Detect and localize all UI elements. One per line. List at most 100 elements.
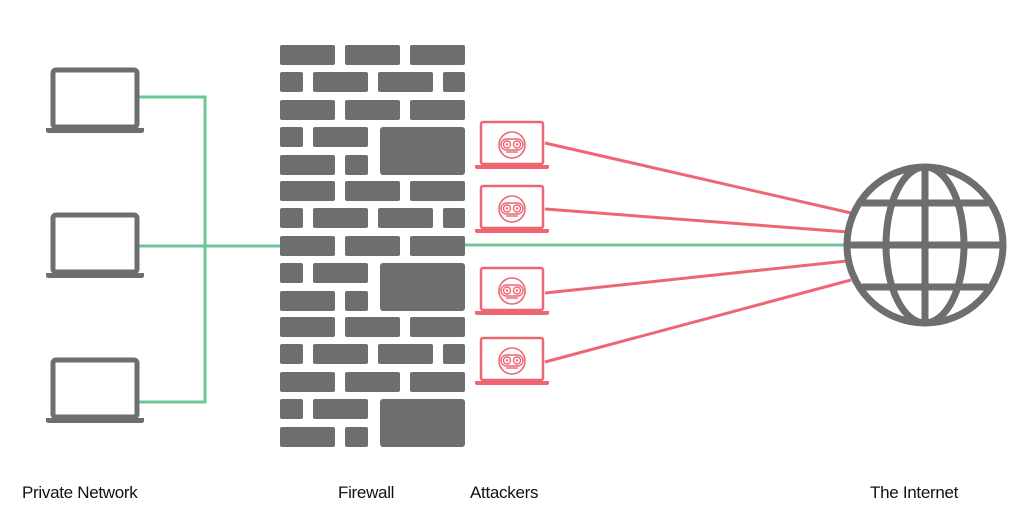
attack-line-4 [544, 278, 852, 364]
hacker-pupil [505, 359, 509, 362]
attackers-group [475, 120, 549, 385]
hacker-face-icon [498, 131, 526, 159]
firewall-brick [313, 344, 368, 364]
hacker-goggles [500, 354, 524, 367]
attacker-base [475, 165, 549, 169]
hacker-eye-left [502, 204, 512, 213]
firewall-brick [410, 45, 465, 65]
firewall-brick [410, 236, 465, 256]
laptop-base [46, 273, 144, 278]
hacker-goggles [500, 138, 524, 151]
firewall-brick [378, 72, 433, 92]
hacker-eye-right [512, 356, 522, 365]
firewall-brick [280, 72, 303, 92]
firewall-brick [313, 72, 368, 92]
hacker-pupil [515, 359, 519, 362]
connection-laptop-3 [138, 247, 207, 404]
attack-line-1 [544, 141, 852, 215]
firewall-brick [345, 100, 400, 120]
laptop-screen [50, 357, 140, 420]
blocked-connections [544, 141, 852, 364]
firewall-brick [280, 427, 335, 447]
hacker-pupil [515, 207, 519, 210]
hacker-eye-left [502, 140, 512, 149]
firewall-brick [280, 263, 303, 283]
firewall-brick [345, 317, 400, 337]
hacker-laptop-icon [475, 336, 549, 385]
firewall-brick [313, 399, 368, 419]
attacker-screen [479, 336, 545, 382]
firewall-brick [345, 372, 400, 392]
allowed-connections [138, 95, 846, 404]
attacker-base [475, 229, 549, 233]
firewall-brick [280, 100, 335, 120]
hacker-pupil [505, 143, 509, 146]
firewall-brick [443, 72, 465, 92]
firewall-brick-large [380, 399, 465, 447]
firewall-brick [313, 208, 368, 228]
firewall-brick [345, 427, 368, 447]
hacker-face-icon [498, 277, 526, 305]
globe-icon [843, 163, 1007, 327]
firewall-brick [378, 208, 433, 228]
attack-line-3 [544, 259, 848, 295]
firewall-brick [410, 100, 465, 120]
hacker-eye-right [512, 140, 522, 149]
firewall-brick [345, 236, 400, 256]
firewall-brick [378, 344, 433, 364]
firewall-brick [345, 181, 400, 201]
firewall-brick [280, 399, 303, 419]
firewall-brick [410, 372, 465, 392]
hacker-pupil [515, 289, 519, 292]
hacker-pupil [505, 289, 509, 292]
hacker-pupil [515, 143, 519, 146]
hacker-face-icon [498, 347, 526, 375]
label-private-network: Private Network [22, 483, 138, 502]
hacker-goggles [500, 284, 524, 297]
hacker-face-icon [498, 195, 526, 223]
firewall-brick [280, 155, 335, 175]
firewall-brick [280, 181, 335, 201]
laptop-icon [46, 212, 144, 278]
firewall-brick [345, 291, 368, 311]
hacker-goggles [500, 202, 524, 215]
laptop-base [46, 418, 144, 423]
firewall-brick [410, 181, 465, 201]
laptop-base [46, 128, 144, 133]
firewall-brick [410, 317, 465, 337]
hacker-eye-right [512, 204, 522, 213]
firewall-brick [280, 45, 335, 65]
hacker-eye-left [502, 286, 512, 295]
laptop-icon [46, 67, 144, 133]
attacker-screen [479, 266, 545, 312]
firewall-brick [280, 344, 303, 364]
firewall-brick [280, 291, 335, 311]
attacker-base [475, 311, 549, 315]
firewall-brick [443, 344, 465, 364]
label-attackers: Attackers [470, 483, 539, 502]
connection-laptop-1 [138, 95, 207, 247]
hacker-eye-left [502, 356, 512, 365]
attacker-screen [479, 184, 545, 230]
hacker-eye-right [512, 286, 522, 295]
firewall-brick [280, 208, 303, 228]
laptop-icon [46, 357, 144, 423]
label-internet: The Internet [870, 483, 959, 502]
attacker-screen [479, 120, 545, 166]
firewall-brick [280, 127, 303, 147]
firewall-brick [280, 372, 335, 392]
firewall-brick [280, 317, 335, 337]
label-firewall: Firewall [338, 483, 395, 502]
attacker-base [475, 381, 549, 385]
attack-line-2 [544, 207, 849, 234]
laptop-screen [50, 212, 140, 275]
firewall-brick [280, 236, 335, 256]
firewall-brick [313, 127, 368, 147]
firewall-brick [313, 263, 368, 283]
firewall-brick [443, 208, 465, 228]
firewall-wall [280, 45, 465, 447]
firewall-brick [345, 155, 368, 175]
firewall-brick-large [380, 263, 465, 311]
hacker-pupil [505, 207, 509, 210]
